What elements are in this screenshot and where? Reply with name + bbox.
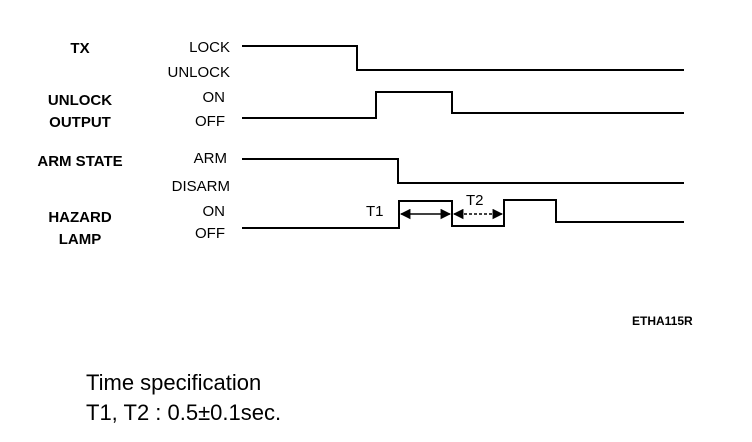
state-label-unlock-output-on: ON <box>202 89 226 106</box>
state-label-hazard-off: OFF <box>195 225 225 242</box>
signal-name-tx: TX <box>70 40 90 57</box>
state-label-hazard-on: ON <box>202 203 226 220</box>
unlock-output-waveform <box>242 91 684 119</box>
signal-name-unlock-output: UNLOCK OUTPUT <box>47 92 113 131</box>
arm-state-waveform <box>242 158 684 184</box>
spec-line: T1, T2 : 0.5±0.1sec. <box>86 400 282 425</box>
signal-name-hazard-lamp: HAZARD LAMP <box>48 209 112 248</box>
tx-waveform <box>242 45 684 71</box>
t2-label: T2 <box>466 192 484 209</box>
state-label-arm: ARM <box>193 150 227 167</box>
hazard-lamp-waveform <box>242 199 684 229</box>
figure-code: ETHA115R <box>632 314 693 328</box>
signal-name-arm-state: ARM STATE <box>37 153 123 170</box>
state-label-unlock: UNLOCK <box>167 64 230 81</box>
spec-title: Time specification <box>86 370 262 395</box>
state-label-lock: LOCK <box>189 39 230 56</box>
state-label-unlock-output-off: OFF <box>195 113 225 130</box>
t1-label: T1 <box>366 203 384 220</box>
state-label-disarm: DISARM <box>171 178 230 195</box>
